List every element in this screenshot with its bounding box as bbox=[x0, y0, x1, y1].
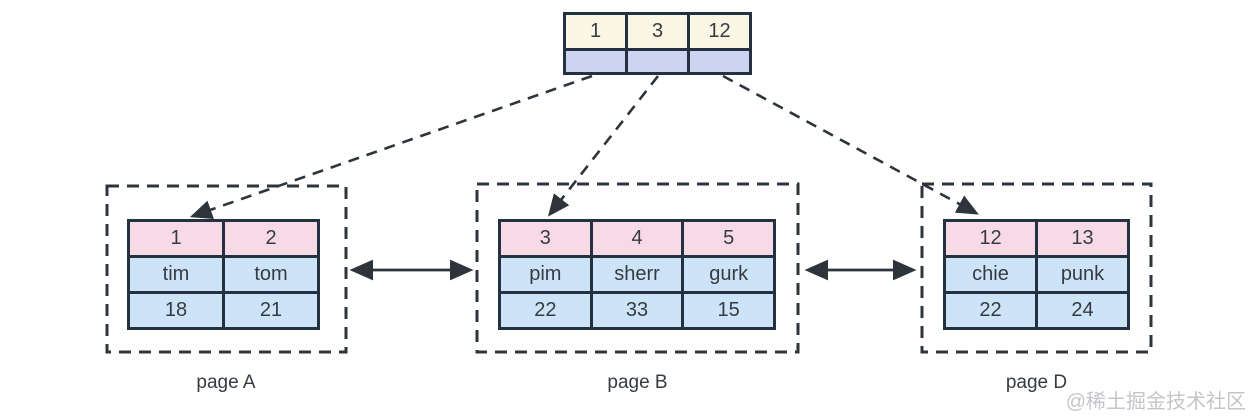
page-b-table: 3 4 5 pim sherr gurk 22 33 15 bbox=[498, 219, 776, 330]
root-key-cell: 3 bbox=[628, 15, 687, 51]
root-pointer-cell bbox=[628, 51, 687, 72]
data-cell: chie bbox=[946, 258, 1035, 291]
key-cell: 12 bbox=[946, 222, 1035, 255]
table-row: chie punk bbox=[946, 255, 1127, 291]
root-to-page-d-arrow bbox=[722, 74, 979, 215]
data-cell: pim bbox=[501, 258, 590, 291]
table-row: 12 13 bbox=[946, 222, 1127, 255]
root-entry: 12 bbox=[687, 15, 749, 72]
data-cell: sherr bbox=[589, 258, 682, 291]
table-row: 22 24 bbox=[946, 291, 1127, 327]
data-cell: 18 bbox=[130, 294, 222, 327]
root-pointer-cell bbox=[566, 51, 625, 72]
key-cell: 1 bbox=[130, 222, 222, 255]
data-cell: 15 bbox=[681, 294, 774, 327]
data-cell: 24 bbox=[1035, 294, 1127, 327]
page-a-table: 1 2 tim tom 18 21 bbox=[127, 219, 320, 330]
root-entry: 3 bbox=[625, 15, 687, 72]
root-to-page-b-arrow bbox=[547, 75, 660, 217]
key-cell: 5 bbox=[681, 222, 774, 255]
data-cell: tim bbox=[130, 258, 222, 291]
key-cell: 2 bbox=[222, 222, 317, 255]
data-cell: 33 bbox=[589, 294, 682, 327]
data-cell: 22 bbox=[501, 294, 590, 327]
key-cell: 3 bbox=[501, 222, 590, 255]
key-cell: 13 bbox=[1035, 222, 1127, 255]
table-row: 3 4 5 bbox=[501, 222, 774, 255]
table-row: 22 33 15 bbox=[501, 291, 774, 327]
data-cell: 22 bbox=[946, 294, 1035, 327]
page-b-label: page B bbox=[607, 372, 668, 393]
root-to-page-a-arrow bbox=[189, 74, 593, 219]
key-cell: 4 bbox=[589, 222, 682, 255]
root-key-cell: 1 bbox=[566, 15, 625, 51]
table-row: pim sherr gurk bbox=[501, 255, 774, 291]
table-row: tim tom bbox=[130, 255, 317, 291]
data-cell: punk bbox=[1035, 258, 1127, 291]
page-d-table: 12 13 chie punk 22 24 bbox=[943, 219, 1130, 330]
page-a-label: page A bbox=[196, 372, 256, 393]
table-row: 18 21 bbox=[130, 291, 317, 327]
watermark: @稀土掘金技术社区 bbox=[1065, 391, 1246, 413]
root-entry: 1 bbox=[566, 15, 625, 72]
data-cell: tom bbox=[222, 258, 317, 291]
data-cell: gurk bbox=[681, 258, 774, 291]
root-key-cell: 12 bbox=[690, 15, 749, 51]
root-pointer-cell bbox=[690, 51, 749, 72]
table-row: 1 2 bbox=[130, 222, 317, 255]
data-cell: 21 bbox=[222, 294, 317, 327]
page-d-label: page D bbox=[1005, 372, 1068, 393]
root-node: 1 3 12 bbox=[563, 12, 752, 75]
